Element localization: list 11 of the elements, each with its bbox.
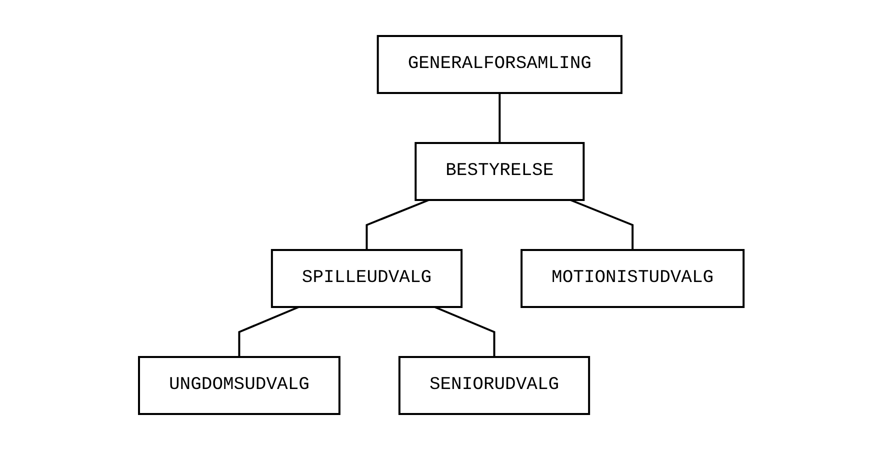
connector — [434, 306, 495, 357]
node-box: UNGDOMSUDVALG — [138, 356, 340, 415]
node-box: BESTYRELSE — [414, 142, 584, 201]
connector — [570, 199, 634, 250]
node-box: GENERALFORSAMLING — [376, 35, 622, 94]
node-box: MOTIONISTUDVALG — [520, 249, 744, 308]
connector — [498, 93, 500, 143]
connector — [365, 199, 429, 250]
connector — [238, 306, 299, 357]
node-box: SPILLEUDVALG — [270, 249, 462, 308]
node-box: SENIORUDVALG — [398, 356, 590, 415]
